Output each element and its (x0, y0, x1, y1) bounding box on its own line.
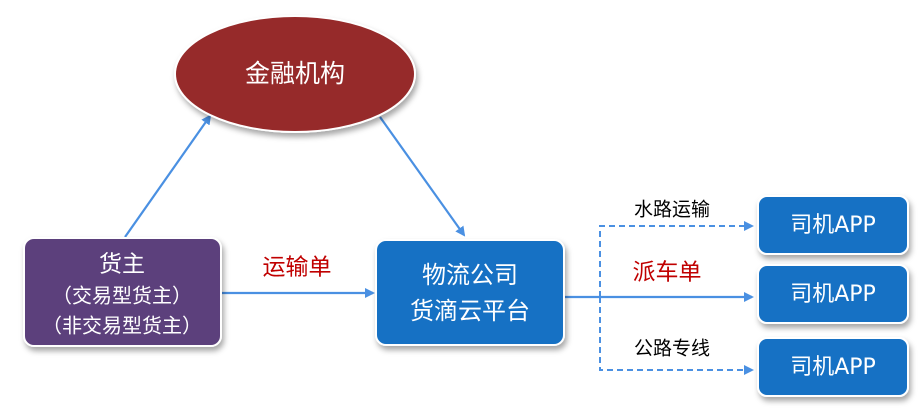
driver-app-1: 司机APP (757, 195, 909, 255)
arrow-shipper-to-finance (124, 114, 212, 238)
water-transport-label: 水路运输 (634, 199, 710, 221)
shipper-box (23, 237, 222, 347)
arrow-dashed-to-driver-1 (599, 221, 754, 297)
transport-order-label: 运输单 (263, 255, 332, 281)
driver-app-box-1 (757, 195, 909, 255)
arrow-finance-to-platform (379, 116, 466, 237)
finance-node: 金融机构 (174, 15, 416, 133)
driver-app-2: 司机APP (757, 264, 909, 324)
finance-label: 金融机构 (245, 59, 345, 88)
driver-app-box-3 (757, 337, 909, 397)
platform-line-2: 货滴云平台 (410, 297, 530, 325)
shipper-node: 货主 （交易型货主） （非交易型货主） (23, 237, 222, 347)
finance-ellipse (174, 15, 416, 133)
driver-app-box-2 (757, 264, 909, 324)
driver-app-3: 司机APP (757, 337, 909, 397)
platform-line-1: 物流公司 (422, 261, 518, 289)
highway-line-label: 公路专线 (634, 338, 710, 360)
shipper-subtitle-1: （交易型货主） (52, 284, 192, 308)
dispatch-order-label: 派车单 (633, 260, 702, 286)
arrow-dashed-to-driver-3 (599, 297, 754, 375)
driver-app-label-2: 司机APP (790, 282, 876, 307)
driver-app-label-3: 司机APP (790, 355, 876, 380)
driver-app-label-1: 司机APP (790, 213, 876, 238)
shipper-subtitle-2: （非交易型货主） (42, 314, 202, 338)
platform-box (375, 239, 565, 346)
shipper-title: 货主 (99, 252, 145, 278)
platform-node: 物流公司 货滴云平台 (375, 239, 565, 346)
